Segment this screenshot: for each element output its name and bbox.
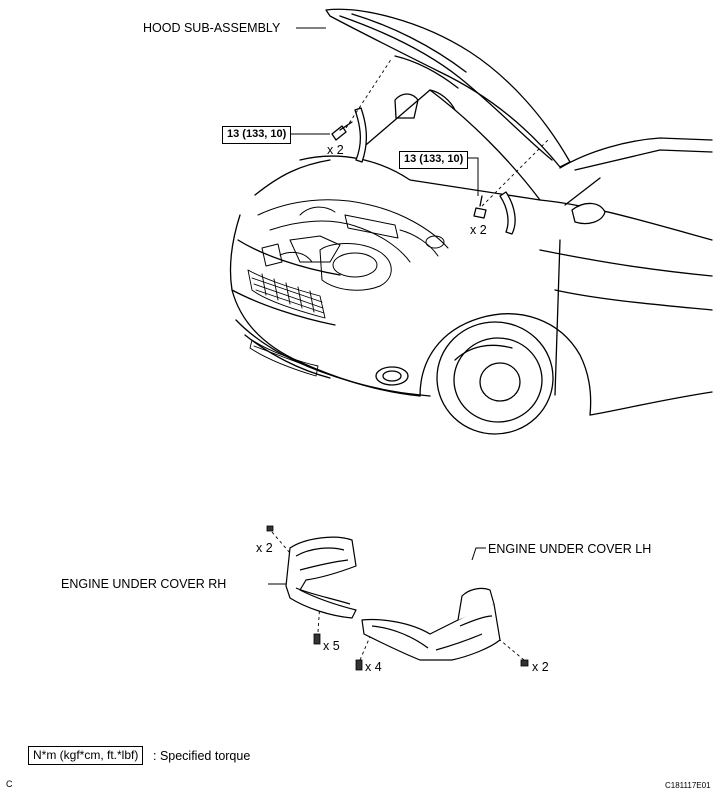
cover-lh-leader xyxy=(471,547,486,561)
grille xyxy=(247,269,326,377)
engine-bay xyxy=(257,199,449,291)
fog-light xyxy=(375,366,409,386)
engine-under-cover-rh-label: ENGINE UNDER COVER RH xyxy=(61,577,227,591)
torque-spec-left: 13 (133, 10) xyxy=(222,126,292,144)
torque-spec-right: 13 (133, 10) xyxy=(399,151,469,169)
lh-right-clip-quantity: x 2 xyxy=(532,660,549,674)
corner-marker: C xyxy=(6,779,13,789)
figure-id: C181117E01 xyxy=(665,781,711,790)
engine-under-cover-lh-label: ENGINE UNDER COVER LH xyxy=(488,542,652,556)
rh-bottom-bolt-quantity: x 5 xyxy=(323,639,340,653)
rh-top-clip xyxy=(266,525,274,532)
lh-left-bolt-quantity: x 4 xyxy=(365,660,382,674)
hood-bolt-left xyxy=(331,121,353,141)
torque-unit-legend-text: : Specified torque xyxy=(153,749,251,763)
torque-right-leader xyxy=(466,157,479,196)
hood-bolt-right xyxy=(473,195,487,219)
engine-under-cover-rh-part xyxy=(285,536,357,619)
hood-bolt-left-quantity: x 2 xyxy=(327,143,344,157)
vehicle-body xyxy=(229,89,713,416)
rh-bottom-bolt xyxy=(313,633,321,645)
engine-under-cover-lh-part xyxy=(361,587,501,661)
front-wheel xyxy=(436,321,554,435)
torque-unit-legend-box: N*m (kgf*cm, ft.*lbf) xyxy=(28,746,144,765)
hood-hinge-left xyxy=(354,107,368,163)
rh-top-clip-quantity: x 2 xyxy=(256,541,273,555)
hood-hinge-right xyxy=(499,191,516,235)
hood-bolt-right-quantity: x 2 xyxy=(470,223,487,237)
lh-left-bolt xyxy=(355,659,363,671)
lh-right-clip xyxy=(520,659,529,667)
hood-sub-assembly-label: HOOD SUB-ASSEMBLY xyxy=(143,21,281,35)
